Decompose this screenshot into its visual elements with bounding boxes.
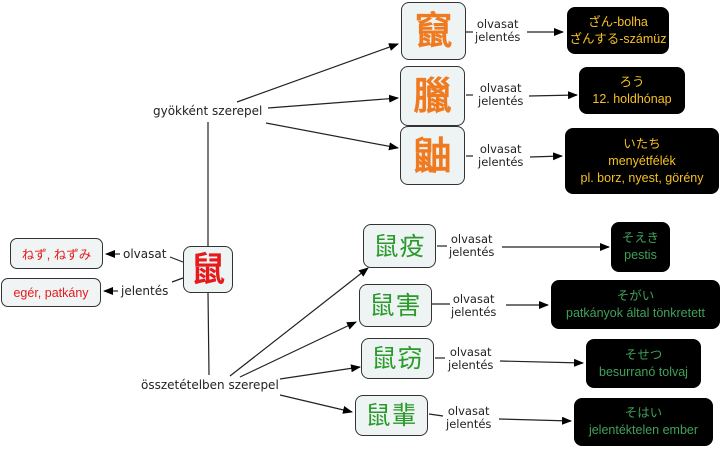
line-center-olvasat <box>169 256 184 263</box>
result-line: そえき <box>621 231 660 245</box>
compound-group-label: összetételben szerepel <box>141 378 279 392</box>
result-line: ざん-bolha <box>588 14 648 29</box>
radical-kanji-node[interactable]: 鼬 <box>400 126 465 185</box>
result-line: pl. borz, nyest, görény <box>580 170 704 185</box>
link-label: olvasat jelentés <box>475 18 520 44</box>
link-label: olvasat jelentés <box>446 405 491 431</box>
compound-result-box[interactable]: そせつ besurranó tolvaj <box>586 339 701 388</box>
reading-link-label: olvasat <box>479 81 522 95</box>
radical-kanji: 鼬 <box>413 133 452 178</box>
center-meaning-label: jelentés <box>121 284 169 298</box>
radical-group-label: gyökként szerepel <box>153 104 263 118</box>
compound-kanji: 鼠疫 <box>373 231 426 261</box>
result-line: そがい <box>616 288 655 303</box>
center-kanji-node[interactable]: 鼠 <box>183 246 233 293</box>
reading-link-label: olvasat <box>447 404 490 418</box>
arrow-radical-1 <box>236 43 399 103</box>
result-line: そせつ <box>624 347 663 362</box>
reading-link-label: olvasat <box>450 232 493 246</box>
meaning-link-label: jelentés <box>478 155 524 169</box>
result-line: いたち <box>623 136 661 151</box>
compound-kanji-node[interactable]: 鼠疫 <box>363 224 436 268</box>
compound-kanji-node[interactable]: 鼠害 <box>359 284 432 327</box>
meaning-link-label: jelentés <box>449 245 495 259</box>
compound-result-box[interactable]: そえき pestis <box>611 222 670 272</box>
result-line: patkányok által tönkretett <box>566 305 705 320</box>
arrow-compound-3 <box>279 364 361 380</box>
meaning-link-label: jelentés <box>446 417 492 431</box>
compound-result-box[interactable]: そがい patkányok által tönkretett <box>551 280 720 329</box>
link-label: olvasat jelentés <box>448 346 493 372</box>
arrow-compound-2 <box>239 321 357 378</box>
result-line: besurranó tolvaj <box>599 364 688 379</box>
reading-link-label: olvasat <box>479 142 522 156</box>
link-label: olvasat jelentés <box>449 233 494 259</box>
reading-text: ねず, ねずみ <box>21 248 92 262</box>
result-line: 12. holdhónap <box>592 91 672 106</box>
radical-kanji: 竄 <box>414 9 453 53</box>
meaning-link-label: jelentés <box>478 94 524 108</box>
link-label: olvasat jelentés <box>451 293 496 319</box>
result-line: jelentéktelen ember <box>588 423 699 437</box>
arrow-compound-4 <box>279 394 353 414</box>
compound-result-box[interactable]: そはい jelentéktelen ember <box>574 398 713 446</box>
compound-kanji-node[interactable]: 鼠輩 <box>355 395 428 436</box>
compound-kanji: 鼠窃 <box>371 344 424 373</box>
result-line: ろう <box>619 74 645 89</box>
center-kanji: 鼠 <box>191 249 225 290</box>
arrow-compound-1 <box>229 267 369 377</box>
compound-kanji-node[interactable]: 鼠窃 <box>361 338 434 379</box>
arrow-radical-2 <box>267 94 399 109</box>
reading-link-label: olvasat <box>449 345 492 359</box>
line-center-jelentes <box>171 277 184 283</box>
link-label: olvasat jelentés <box>478 82 523 108</box>
result-line: menyétfélék <box>608 153 676 168</box>
compound-kanji: 鼠輩 <box>365 401 418 430</box>
line-center-to-compound <box>207 292 210 376</box>
reading-link-label: olvasat <box>452 292 495 306</box>
radical-kanji-node[interactable]: 竄 <box>401 2 466 60</box>
radical-result-box[interactable]: ろう 12. holdhónap <box>579 67 685 114</box>
meaning-link-label: jelentés <box>475 30 521 44</box>
result-line: ざんする-számüz <box>569 31 667 46</box>
radical-result-box[interactable]: いたち menyétfélék pl. borz, nyest, görény <box>565 128 719 194</box>
radical-kanji: 臘 <box>413 74 452 118</box>
link-label: olvasat jelentés <box>478 143 523 169</box>
meaning-box[interactable]: egér, patkány <box>1 278 101 307</box>
meaning-text: egér, patkány <box>13 285 89 300</box>
radical-kanji-node[interactable]: 臘 <box>400 66 465 126</box>
meaning-link-label: jelentés <box>448 358 494 372</box>
radical-result-box[interactable]: ざん-bolha ざんする-számüz <box>567 7 669 54</box>
center-reading-label: olvasat <box>123 247 167 261</box>
reading-box[interactable]: ねず, ねずみ <box>10 238 103 269</box>
meaning-link-label: jelentés <box>451 305 497 319</box>
result-line: pestis <box>624 248 657 262</box>
compound-kanji: 鼠害 <box>369 291 422 320</box>
result-line: そはい <box>624 406 663 420</box>
arrow-radical-3 <box>265 122 399 151</box>
reading-link-label: olvasat <box>476 17 519 31</box>
